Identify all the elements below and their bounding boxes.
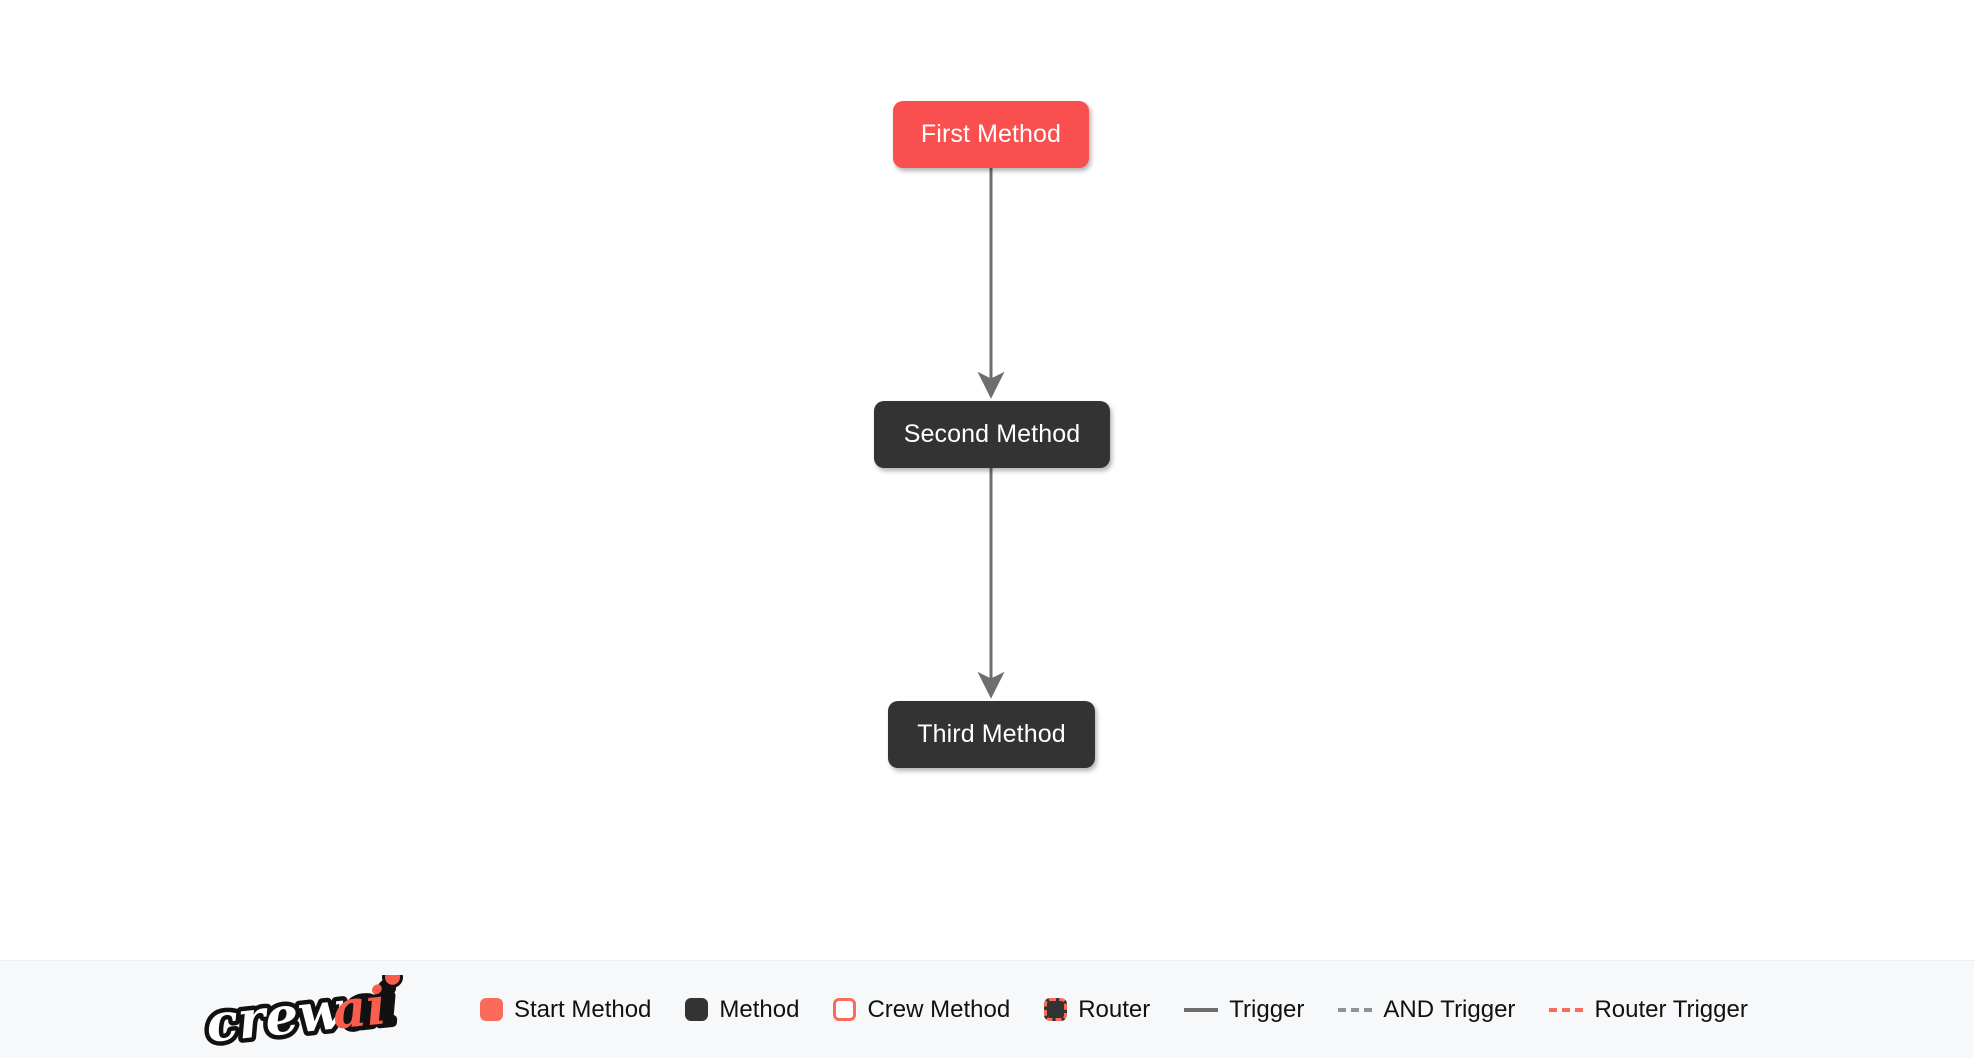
start-method-swatch-icon — [480, 998, 503, 1021]
flow-canvas[interactable]: First Method Second Method Third Method — [0, 0, 1974, 960]
legend-item-router: Router — [1044, 995, 1151, 1023]
crew-method-swatch-icon — [833, 998, 857, 1021]
legend-item-label: Crew Method — [867, 995, 1011, 1023]
legend-item-label: Start Method — [514, 995, 652, 1023]
crewai-logo-dot — [382, 974, 404, 988]
legend-item-method: Method — [685, 995, 800, 1023]
flow-node-label: First Method — [920, 120, 1062, 148]
crewai-logo-text-primary: crew — [203, 979, 348, 1048]
and-trigger-line-icon — [1338, 1007, 1373, 1012]
legend-item-label: Router Trigger — [1594, 995, 1748, 1023]
flow-node-second-method[interactable]: Second Method — [874, 401, 1110, 468]
legend-item-label: Method — [719, 995, 800, 1023]
legend-bar: crewai crew ai Start Method Method Crew … — [0, 960, 1974, 1058]
flow-node-first-method[interactable]: First Method — [893, 101, 1089, 168]
legend-item-router-trigger: Router Trigger — [1549, 995, 1748, 1023]
legend-item-label: Trigger — [1229, 995, 1305, 1023]
legend-item-label: AND Trigger — [1383, 995, 1516, 1023]
legend-item-and-trigger: AND Trigger — [1338, 995, 1516, 1023]
router-trigger-line-icon — [1549, 1007, 1584, 1012]
legend-item-start-method: Start Method — [480, 995, 652, 1023]
flow-node-label: Second Method — [903, 420, 1081, 448]
crewai-logo: crewai crew ai — [200, 974, 404, 1049]
router-swatch-icon — [1044, 998, 1068, 1021]
legend-item-crew-method: Crew Method — [833, 995, 1011, 1023]
crewai-logo-text-accent: ai — [330, 975, 390, 1041]
flow-node-third-method[interactable]: Third Method — [888, 701, 1095, 768]
legend-item-trigger: Trigger — [1184, 995, 1305, 1023]
flow-node-label: Third Method — [917, 720, 1066, 748]
trigger-line-icon — [1184, 1007, 1219, 1012]
legend-item-label: Router — [1078, 995, 1151, 1023]
method-swatch-icon — [685, 998, 709, 1021]
